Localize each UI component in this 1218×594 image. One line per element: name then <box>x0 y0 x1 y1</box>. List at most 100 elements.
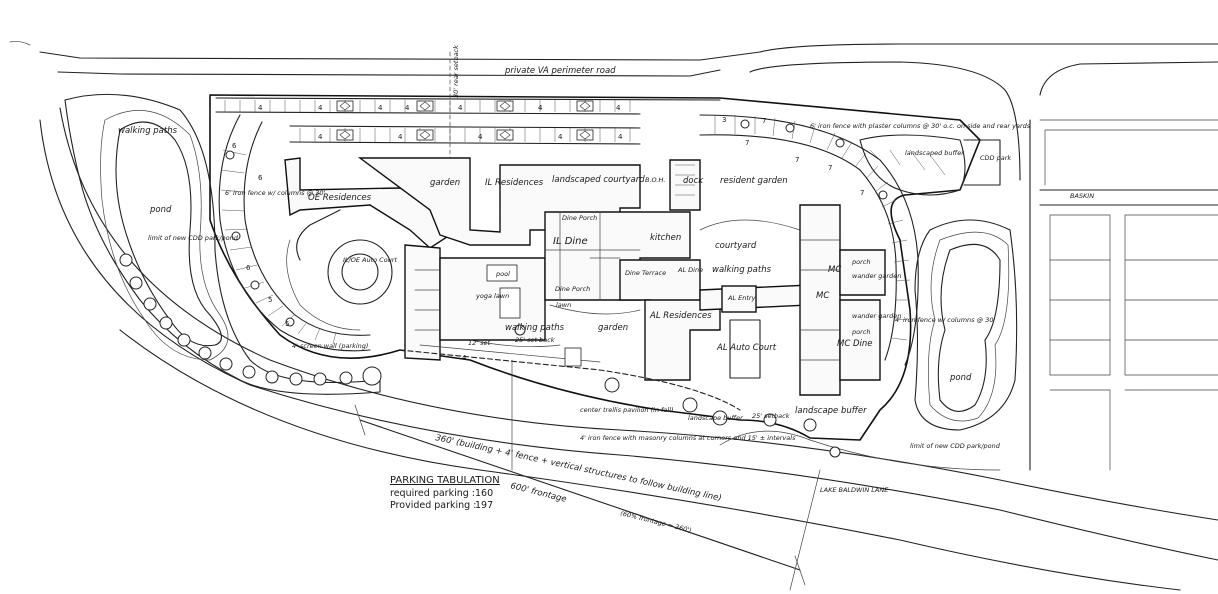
label-dine-porch-top: Dine Porch <box>562 214 597 222</box>
label-wander-garden-2: wander garden <box>852 312 901 320</box>
stall-count: 5 <box>268 296 272 304</box>
label-il-residences: IL Residences <box>485 178 544 188</box>
stall-count: 6 <box>232 142 237 150</box>
front-fence-and-trees <box>399 344 841 458</box>
parking-required-value: 160 <box>475 488 493 499</box>
stall-count: 7 <box>828 164 832 172</box>
label-baskin: BASKIN <box>1070 192 1094 200</box>
label-wander-garden-1: wander garden <box>852 272 901 280</box>
label-yoga-lawn: yoga lawn <box>475 292 509 300</box>
label-al-auto-court: AL Auto Court <box>716 343 777 353</box>
parking-provided-label: Provided parking : <box>390 500 476 511</box>
label-al-entry: AL Entry <box>727 294 756 302</box>
label-landscape-buffer-front: landscape buffer <box>688 414 744 422</box>
label-dock: dock <box>683 176 704 186</box>
label-porch-1: porch <box>851 258 870 266</box>
stall-count: 7 <box>795 156 799 164</box>
left-tree-row <box>119 253 382 386</box>
top-parking <box>215 97 721 145</box>
right-streets <box>1029 119 1218 471</box>
label-landscaped-buffer-top: landscaped buffer <box>905 149 965 157</box>
stall-count: 4 <box>616 104 621 112</box>
stall-count: 4 <box>258 104 263 112</box>
stall-count: 4 <box>405 104 410 112</box>
right-pond-park <box>914 219 1018 431</box>
label-dine-terrace: Dine Terrace <box>625 269 666 277</box>
label-resident-garden: resident garden <box>720 176 788 186</box>
label-cdd-park: CDD park <box>980 154 1011 162</box>
site-boundary <box>209 94 981 441</box>
stall-count: 4 <box>318 104 323 112</box>
label-garden-top: garden <box>430 178 460 188</box>
stall-count: 4 <box>378 104 383 112</box>
parking-tabulation: PARKING TABULATION required parking : 16… <box>390 475 500 511</box>
stall-count: 4 <box>318 133 323 141</box>
label-iron-fence-left: 6' iron fence w/ columns @ 30' <box>225 189 325 197</box>
stall-count: 4 <box>538 104 543 112</box>
label-il-dine: IL Dine <box>553 236 588 247</box>
label-perimeter-road: private VA perimeter road <box>504 66 616 76</box>
label-screen-wall: 4' screen wall (parking) <box>292 342 368 350</box>
label-center-trellis: center trellis pavilion (in fall) <box>580 406 674 414</box>
stall-count: 7 <box>745 139 749 147</box>
building-footprints <box>284 157 886 396</box>
il-oe-auto-court <box>286 209 393 331</box>
walking-path-lines <box>469 219 801 347</box>
stall-count: 4 <box>478 133 483 141</box>
label-garden-center: garden <box>598 323 628 333</box>
label-al-residences: AL Residences <box>649 311 712 321</box>
right-arc-parking <box>699 114 919 366</box>
label-porch-2: porch <box>851 328 870 336</box>
label-iron-fence-top: 6' iron fence with plaster columns @ 30'… <box>810 122 1031 130</box>
top-right-buffer <box>859 134 1001 196</box>
parking-tab-title: PARKING TABULATION <box>390 475 500 486</box>
label-dim-600: 600' frontage <box>509 481 567 505</box>
label-dine-porch-mid: Dine Porch <box>555 285 590 293</box>
label-iron-fence-front: 4' iron fence with masonry columns at co… <box>580 434 796 442</box>
dimension-lines <box>354 359 821 591</box>
parking-required-label: required parking : <box>390 488 475 499</box>
label-mc-top: MC <box>828 265 841 275</box>
label-landscaped-courtyard: landscaped courtyard <box>552 175 645 185</box>
label-kitchen: kitchen <box>650 233 681 243</box>
label-iron-fence-right: 4' iron fence w/ columns @ 30' <box>895 316 995 324</box>
label-dim-60pct: (60% frontage = 360') <box>620 509 693 534</box>
label-boh: B.O.H. <box>645 176 665 184</box>
stall-count: 6 <box>258 174 263 182</box>
left-arc-parking <box>218 114 371 352</box>
stall-count: 4 <box>398 133 403 141</box>
right-pond <box>937 243 1001 412</box>
stall-count: 7 <box>860 189 864 197</box>
stall-count: 4 <box>458 104 463 112</box>
stall-count: 5 <box>285 320 289 328</box>
label-pool: pool <box>495 270 510 278</box>
stall-count: 4 <box>462 354 467 362</box>
label-il-oe-auto-court: IL/OE Auto Court <box>343 256 397 264</box>
label-walking-paths-right: walking paths <box>712 265 772 275</box>
label-oe-residences: OE Residences <box>308 193 372 203</box>
stall-count: 4 <box>618 133 623 141</box>
parking-provided-value: 197 <box>475 500 493 511</box>
label-limit-cdd-right: limit of new CDD park/pond <box>910 442 1001 450</box>
stall-count: 4 <box>558 133 563 141</box>
label-courtyard: courtyard <box>715 241 757 251</box>
stall-count: 7 <box>762 117 766 125</box>
label-setback-25: 25' set back <box>515 336 555 344</box>
stall-count: 6 <box>246 264 251 272</box>
label-rear-setback: 30' rear setback <box>452 45 460 98</box>
label-pond-left: pond <box>149 205 172 215</box>
label-setback-12: 12' set <box>468 339 491 347</box>
label-mc-mid: MC <box>816 291 829 301</box>
label-landscape-buffer-right: landscape buffer <box>795 406 867 416</box>
label-walking-paths-center: walking paths <box>505 323 565 333</box>
label-limit-cdd-left: limit of new CDD park/pond <box>148 234 239 242</box>
stall-count: 3 <box>722 116 726 124</box>
label-pond-right: pond <box>949 373 972 383</box>
perimeter-road <box>9 41 1218 181</box>
label-lawn: lawn <box>556 301 571 309</box>
left-pond <box>115 121 222 347</box>
label-al-dine: AL Dine <box>677 266 703 274</box>
lake-baldwin-lane <box>39 107 1218 591</box>
label-lake-baldwin-lane: LAKE BALDWIN LANE <box>820 486 889 494</box>
